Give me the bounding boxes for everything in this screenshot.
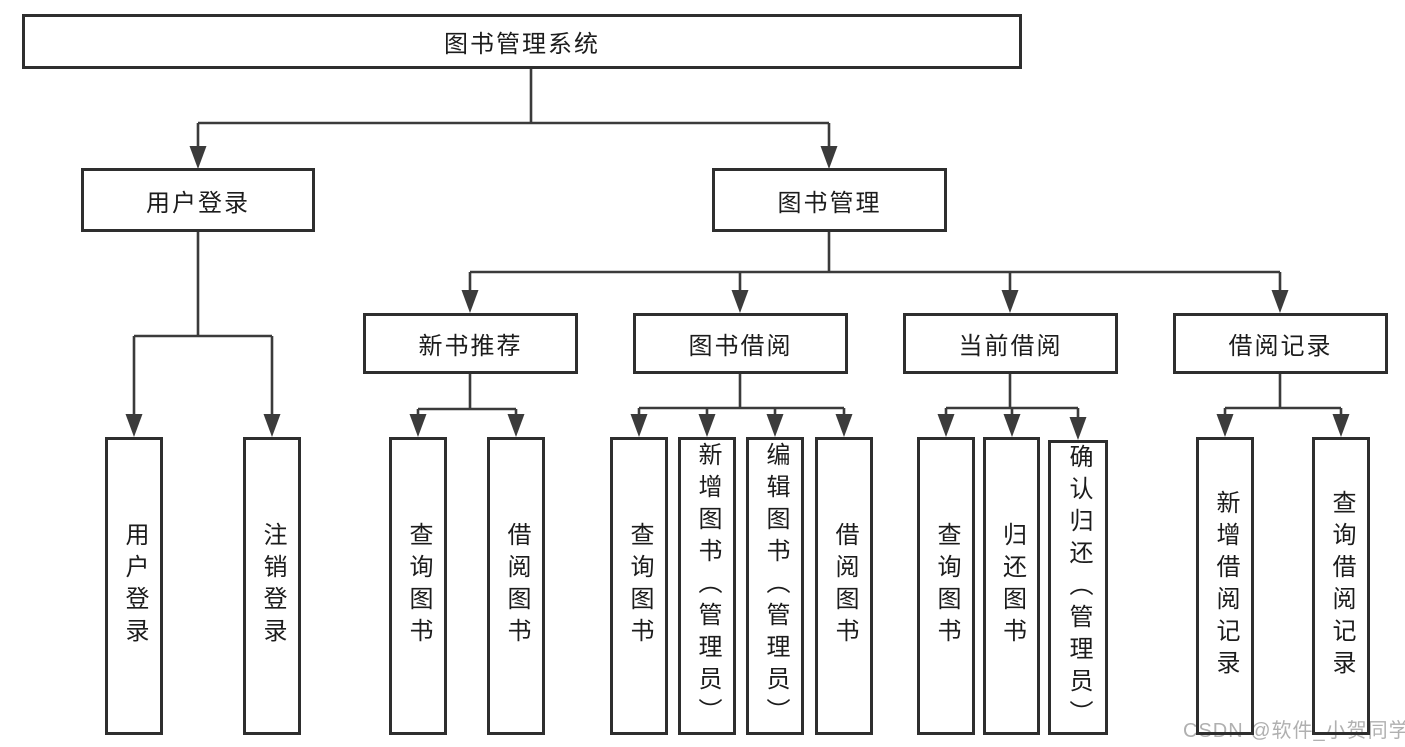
node-user-login: 用户登录 (81, 168, 315, 232)
node-leaf-user-login: 用户登录 (105, 437, 163, 735)
node-book-borrowing: 图书借阅 (633, 313, 848, 374)
node-leaf-query-borrow-record: 查询借阅记录 (1312, 437, 1370, 735)
node-new-book-recommend: 新书推荐 (363, 313, 578, 374)
node-leaf-query-books-recommend: 查询图书 (389, 437, 447, 735)
node-borrowing-records: 借阅记录 (1173, 313, 1388, 374)
node-book-management: 图书管理 (712, 168, 947, 232)
node-leaf-query-books-current: 查询图书 (917, 437, 975, 735)
node-leaf-return-books: 归还图书 (983, 437, 1040, 735)
connector-user-login-to-leaves (125, 232, 281, 437)
connector-borrow-to-leaves (630, 374, 853, 437)
node-leaf-query-books-borrow: 查询图书 (610, 437, 668, 735)
node-current-borrowing: 当前借阅 (903, 313, 1118, 374)
csdn-watermark: CSDN @软件_小贺同学 (1183, 720, 1405, 742)
connector-current-to-leaves (937, 374, 1087, 440)
node-leaf-confirm-return-admin: 确认归还（管理员） (1048, 440, 1108, 735)
node-leaf-add-borrow-record: 新增借阅记录 (1196, 437, 1254, 735)
node-leaf-logout: 注销登录 (243, 437, 301, 735)
connector-root-to-level2 (189, 69, 838, 169)
node-leaf-edit-book-admin: 编辑图书（管理员） (746, 437, 804, 735)
node-leaf-add-book-admin: 新增图书（管理员） (678, 437, 736, 735)
node-root: 图书管理系统 (22, 14, 1022, 69)
node-leaf-borrow-books-recommend: 借阅图书 (487, 437, 545, 735)
connector-book-mgmt-to-level3 (461, 232, 1289, 313)
connector-recommend-to-leaves (409, 374, 525, 437)
connector-records-to-leaves (1216, 374, 1350, 437)
node-leaf-borrow-books-2: 借阅图书 (815, 437, 873, 735)
